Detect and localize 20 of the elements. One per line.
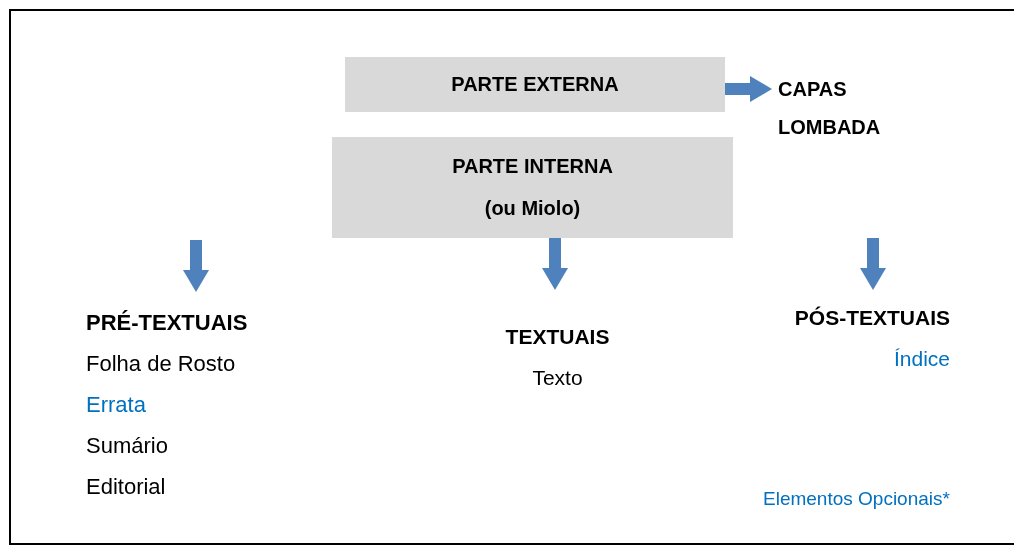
block-arrow [860,238,886,290]
heading-text: CAPAS [778,77,848,102]
block-arrow [183,240,209,292]
heading-text: PÓS-TEXTUAIS [793,305,950,331]
item-text: Errata [86,391,147,419]
item-text: Texto [531,365,584,391]
item-text: Índice [892,346,950,372]
item-text: Folha de Rosto [86,350,237,378]
block-arrow [542,238,568,290]
process-box [332,137,733,238]
heading-text: PARTE INTERNA (ou Miolo) [451,154,614,221]
process-box [345,57,725,112]
block-arrow [725,76,772,102]
heading-text: LOMBADA [778,115,882,140]
note-text: Elementos Opcionais* [763,488,950,510]
item-text: Sumário [86,432,169,460]
item-text: Editorial [86,473,167,501]
heading-text: PRÉ-TEXTUAIS [86,309,249,337]
heading-text: PARTE EXTERNA [450,72,620,97]
heading-text: TEXTUAIS [504,324,611,350]
